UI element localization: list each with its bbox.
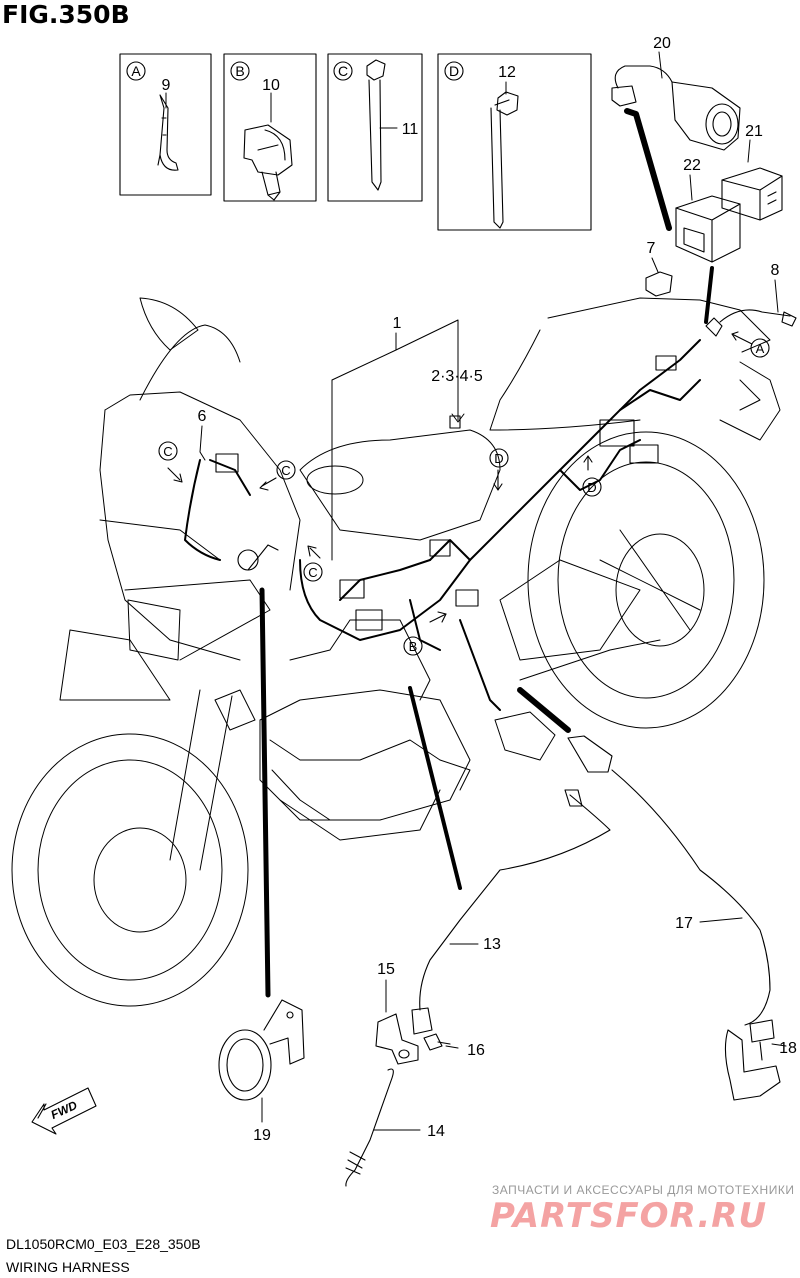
callout-2-3-4-5: 2·3·4·5 (431, 368, 483, 385)
callout-13: 13 (483, 936, 501, 953)
callout-14: 14 (427, 1123, 445, 1140)
callout-19: 19 (253, 1127, 271, 1144)
callout-20: 20 (653, 35, 671, 52)
part-19-horn (218, 999, 305, 1101)
callout-21: 21 (745, 123, 763, 140)
fwd-arrow (31, 1087, 97, 1135)
inset-c-letter: C (338, 63, 348, 79)
part-7-clip (645, 271, 673, 297)
callout-16: 16 (467, 1042, 485, 1059)
part-22-relay (675, 195, 741, 263)
inset-b (223, 53, 317, 202)
ref-b-frame: B (409, 639, 418, 654)
motorcycle-outline (11, 297, 781, 1007)
inset-a (119, 53, 212, 196)
ref-c-fairing-right: C (281, 463, 290, 478)
callout-18: 18 (779, 1040, 797, 1057)
callout-17: 17 (675, 915, 693, 932)
part-14-rod (345, 1068, 394, 1187)
part-13-lead (411, 789, 611, 1035)
callout-7: 7 (647, 240, 656, 257)
callout-22: 22 (683, 157, 701, 174)
part-8-wire (705, 309, 797, 337)
figure-caption: WIRING HARNESS (6, 1259, 130, 1275)
ref-a-right: A (756, 341, 765, 356)
leader-arrow-13 (408, 686, 462, 890)
part-17-sensor-lead (567, 735, 771, 1026)
inset-a-part: 9 (162, 77, 171, 94)
watermark-logo: PARTSFOR.RU (490, 1196, 768, 1236)
ref-d-top: D (494, 451, 503, 466)
part-20-socket (611, 65, 741, 151)
callout-6: 6 (198, 408, 207, 425)
horn-mount (237, 549, 259, 571)
callout-8: 8 (771, 262, 780, 279)
inset-c (327, 53, 423, 202)
ref-c-fairing-left: C (163, 444, 172, 459)
watermark-tagline: ЗАПЧАСТИ И АКСЕССУАРЫ ДЛЯ МОТОТЕХНИКИ (492, 1183, 795, 1197)
part-18-sensor (724, 1019, 781, 1101)
part-15-bracket (375, 1013, 419, 1065)
leader-arrow-19 (259, 587, 271, 998)
leader-arrow-22 (704, 266, 714, 324)
leader-arrow-20 (624, 108, 672, 231)
callout-1: 1 (393, 315, 402, 332)
inset-b-letter: B (235, 63, 244, 79)
callout-15: 15 (377, 961, 395, 978)
figure-code: DL1050RCM0_E03_E28_350B (6, 1236, 201, 1252)
part-16-bolt (423, 1033, 451, 1051)
ref-c-frame: C (308, 565, 317, 580)
inset-c-part: 11 (402, 121, 419, 138)
inset-b-part: 10 (262, 77, 280, 94)
inset-a-letter: A (131, 63, 141, 79)
leader-arrow-17 (517, 687, 571, 733)
inset-d (437, 53, 592, 231)
inset-d-letter: D (449, 63, 459, 79)
ref-d-rear: D (587, 480, 596, 495)
figure-title: FIG.350B (2, 0, 130, 29)
part-21-relay (721, 167, 783, 221)
harness-connectors (215, 355, 677, 631)
leader-lines (165, 51, 787, 1131)
inset-d-part: 12 (498, 64, 516, 81)
